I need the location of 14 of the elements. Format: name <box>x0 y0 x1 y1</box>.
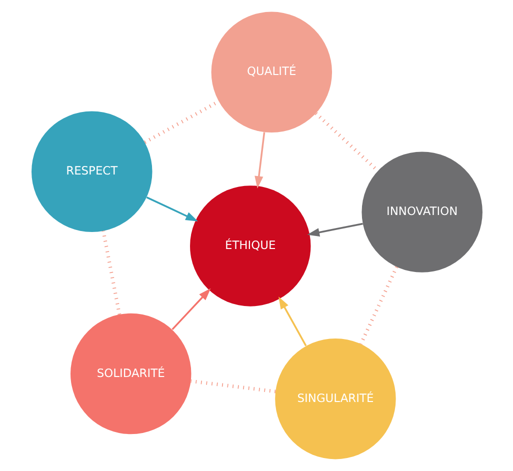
node-circle: ÉTHIQUE <box>190 186 310 306</box>
arrow <box>306 222 362 237</box>
arrow <box>171 288 210 330</box>
node-circle: SINGULARITÉ <box>274 338 396 460</box>
node-circle: QUALITÉ <box>210 12 332 133</box>
arrow <box>254 132 265 189</box>
connector <box>190 379 276 394</box>
arrow <box>146 196 198 222</box>
node-circle: RESPECT <box>31 111 152 232</box>
connector <box>101 230 121 315</box>
node-circle: SOLIDARITÉ <box>70 313 191 434</box>
node-circle: INNOVATION <box>361 152 482 272</box>
connector <box>358 266 398 345</box>
arrow <box>278 296 306 346</box>
